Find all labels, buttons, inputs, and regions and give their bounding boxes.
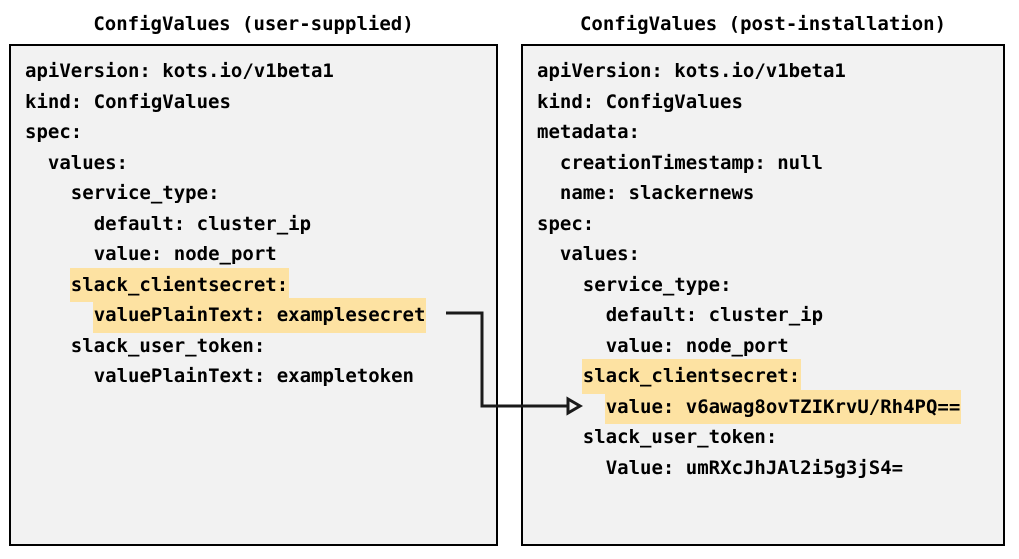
yaml-line: slack_user_token: bbox=[536, 420, 1003, 451]
yaml-line: default: cluster_ip bbox=[536, 298, 1003, 329]
yaml-line: creationTimestamp: null bbox=[536, 146, 1003, 177]
yaml-text: kind: ConfigValues bbox=[25, 90, 231, 113]
yaml-line: default: cluster_ip bbox=[24, 207, 496, 238]
yaml-text: name: slackernews bbox=[559, 182, 755, 204]
yaml-line: kind: ConfigValues bbox=[24, 85, 496, 116]
yaml-line: slack_clientsecret: bbox=[24, 267, 496, 302]
yaml-text: apiVersion: kots.io/v1beta1 bbox=[25, 60, 334, 82]
yaml-line: service_type: bbox=[536, 268, 1003, 299]
yaml-text: creationTimestamp: null bbox=[559, 151, 823, 174]
yaml-line: metadata: bbox=[536, 115, 1003, 146]
yaml-text-highlighted: slack_clientsecret: bbox=[69, 267, 290, 302]
yaml-line: value: node_port bbox=[24, 237, 496, 268]
yaml-line: valuePlainText: exampletoken bbox=[24, 359, 496, 390]
yaml-line: name: slackernews bbox=[536, 176, 1003, 207]
left-config-values-box: apiVersion: kots.io/v1beta1 kind: ConfigV… bbox=[9, 44, 498, 546]
yaml-text: spec: bbox=[537, 212, 595, 235]
yaml-text: Value: umRXcJhJAl2i5g3jS4= bbox=[605, 456, 904, 479]
yaml-text: values: bbox=[47, 151, 128, 174]
yaml-line: value: node_port bbox=[536, 329, 1003, 360]
right-panel-title: ConfigValues (post-installation) bbox=[579, 13, 947, 35]
yaml-line: apiVersion: kots.io/v1beta1 bbox=[24, 54, 496, 85]
yaml-text: service_type: bbox=[582, 273, 732, 296]
yaml-text-highlighted: valuePlainText: examplesecret bbox=[92, 298, 427, 333]
yaml-text: default: cluster_ip bbox=[605, 304, 824, 326]
yaml-line: values: bbox=[536, 237, 1003, 268]
yaml-line: kind: ConfigValues bbox=[536, 85, 1003, 116]
yaml-line: spec: bbox=[536, 207, 1003, 238]
yaml-text: values: bbox=[559, 243, 640, 265]
yaml-line: values: bbox=[24, 146, 496, 177]
yaml-text: apiVersion: kots.io/v1beta1 bbox=[537, 60, 846, 82]
yaml-text: valuePlainText: exampletoken bbox=[93, 365, 414, 387]
yaml-line: slack_user_token: bbox=[24, 329, 496, 360]
yaml-text: service_type: bbox=[70, 182, 220, 204]
left-panel-title: ConfigValues (user-supplied) bbox=[93, 13, 414, 35]
yaml-text: kind: ConfigValues bbox=[537, 90, 743, 113]
yaml-text: default: cluster_ip bbox=[93, 212, 312, 235]
yaml-text: slack_user_token: bbox=[582, 426, 778, 448]
yaml-line: slack_clientsecret: bbox=[536, 359, 1003, 394]
yaml-text: slack_user_token: bbox=[70, 334, 266, 357]
yaml-text-highlighted: slack_clientsecret: bbox=[581, 359, 802, 394]
yaml-text-highlighted: value: v6awag8ovTZIKrvU/Rh4PQ== bbox=[604, 389, 962, 424]
right-config-values-box: apiVersion: kots.io/v1beta1 kind: ConfigV… bbox=[521, 44, 1005, 546]
right-yaml-lines: apiVersion: kots.io/v1beta1 kind: ConfigV… bbox=[523, 46, 1003, 482]
yaml-line: spec: bbox=[24, 115, 496, 146]
yaml-text: spec: bbox=[25, 121, 83, 143]
left-yaml-lines: apiVersion: kots.io/v1beta1 kind: ConfigV… bbox=[11, 46, 496, 390]
yaml-text: value: node_port bbox=[605, 334, 789, 357]
yaml-line: value: v6awag8ovTZIKrvU/Rh4PQ== bbox=[536, 389, 1003, 424]
yaml-line: valuePlainText: examplesecret bbox=[24, 298, 496, 333]
yaml-line: Value: umRXcJhJAl2i5g3jS4= bbox=[536, 451, 1003, 482]
yaml-line: apiVersion: kots.io/v1beta1 bbox=[536, 54, 1003, 85]
yaml-text: value: node_port bbox=[93, 243, 277, 265]
yaml-line: service_type: bbox=[24, 176, 496, 207]
yaml-text: metadata: bbox=[537, 121, 640, 143]
